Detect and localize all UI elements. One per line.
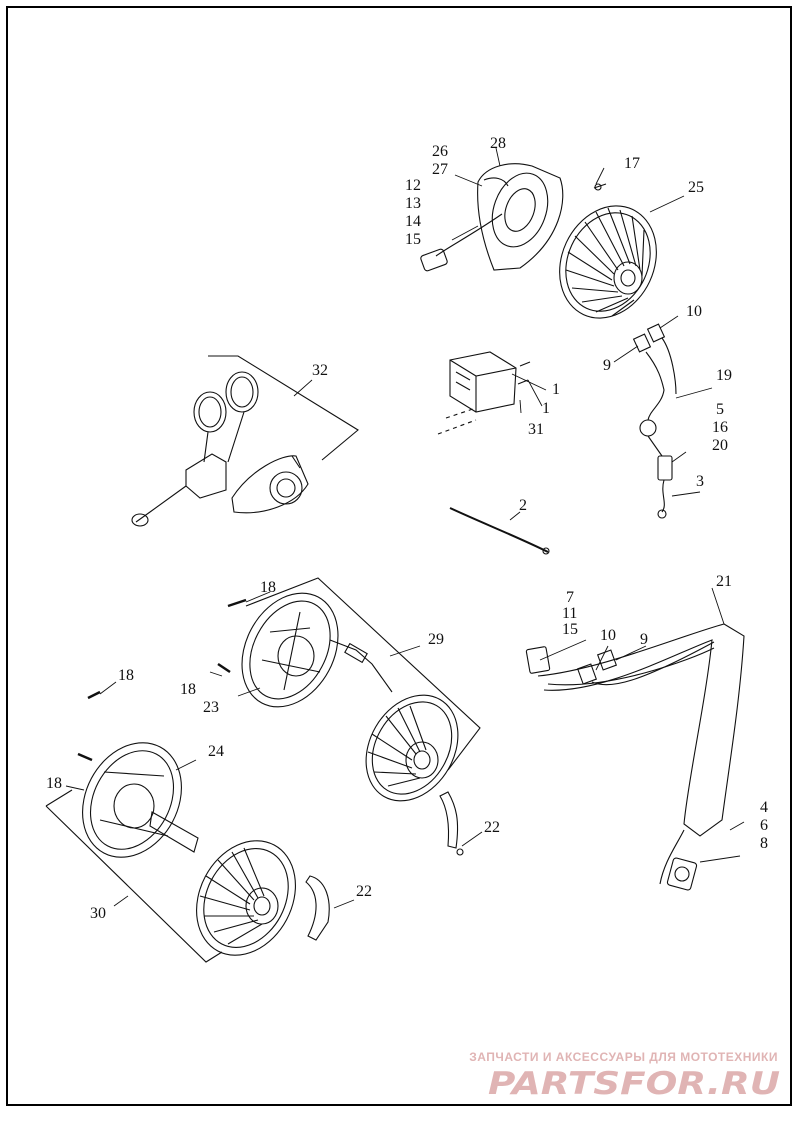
cable-19 (632, 323, 677, 519)
callout-5: 5 (716, 401, 724, 418)
callout-10-top: 10 (686, 303, 702, 320)
speaker-housing-24 (82, 742, 199, 858)
callout-6: 6 (760, 817, 768, 834)
speaker-housing-28 (420, 163, 564, 272)
callout-18-left: 18 (118, 667, 134, 684)
callout-12: 12 (405, 177, 421, 194)
callout-18-mid: 18 (180, 681, 196, 698)
bracket-22b (305, 875, 330, 941)
callout-9-top: 9 (603, 357, 611, 374)
callout-20: 20 (712, 437, 728, 454)
bracket-29 (245, 577, 481, 771)
callout-27: 27 (432, 161, 448, 178)
mic-headset-32 (131, 371, 309, 527)
callout-24: 24 (208, 743, 224, 760)
callout-23: 23 (203, 699, 219, 716)
harness-21 (525, 623, 745, 891)
callout-30: 30 (90, 905, 106, 922)
module-31 (437, 351, 531, 435)
speaker-housing-23 (241, 592, 393, 708)
callout-19: 19 (716, 367, 732, 384)
leader-lines (65, 147, 745, 909)
callout-32: 32 (312, 362, 328, 379)
callout-18-low: 18 (46, 775, 62, 792)
callout-14: 14 (405, 213, 421, 230)
screw-17 (593, 183, 607, 189)
bracket-22 (439, 791, 459, 849)
callout-29: 29 (428, 631, 444, 648)
svg-text:PARTSFOR.RU: PARTSFOR.RU (488, 1066, 780, 1100)
callout-15-mid: 15 (562, 621, 578, 638)
callout-21: 21 (716, 573, 732, 590)
callout-11: 11 (562, 605, 578, 622)
callout-22-lower: 22 (356, 883, 372, 900)
diagram-frame (6, 6, 792, 1106)
callout-15: 15 (405, 231, 421, 248)
callout-4: 4 (760, 799, 768, 816)
callout-9-mid: 9 (640, 631, 648, 648)
callout-28: 28 (490, 135, 506, 152)
callout-7: 7 (566, 589, 574, 606)
callout-16: 16 (712, 419, 728, 436)
callout-1-upper: 1 (552, 381, 560, 398)
screw-18 (227, 598, 247, 608)
callout-3: 3 (696, 473, 704, 490)
callout-17: 17 (624, 155, 640, 172)
callout-1-lower: 1 (542, 400, 550, 417)
callout-13: 13 (405, 195, 421, 212)
callout-10-mid: 10 (600, 627, 616, 644)
watermark-logo: PARTSFOR.RU (488, 1066, 780, 1100)
bracket-32 (208, 355, 359, 461)
callout-31: 31 (528, 421, 544, 438)
callout-26: 26 (432, 143, 448, 160)
callout-25: 25 (688, 179, 704, 196)
tie-strap-2 (449, 507, 549, 553)
callout-18-top: 18 (260, 579, 276, 596)
speaker-grille-25 (559, 205, 657, 319)
callout-22-upper: 22 (484, 819, 500, 836)
callout-2: 2 (519, 497, 527, 514)
speaker-grille-30 (196, 840, 296, 956)
callout-8: 8 (760, 835, 768, 852)
watermark-caption: ЗАПЧАСТИ И АКСЕССУАРЫ ДЛЯ МОТОТЕХНИКИ (469, 1050, 778, 1064)
bracket-30 (45, 789, 223, 963)
speaker-grille-29 (365, 694, 459, 802)
